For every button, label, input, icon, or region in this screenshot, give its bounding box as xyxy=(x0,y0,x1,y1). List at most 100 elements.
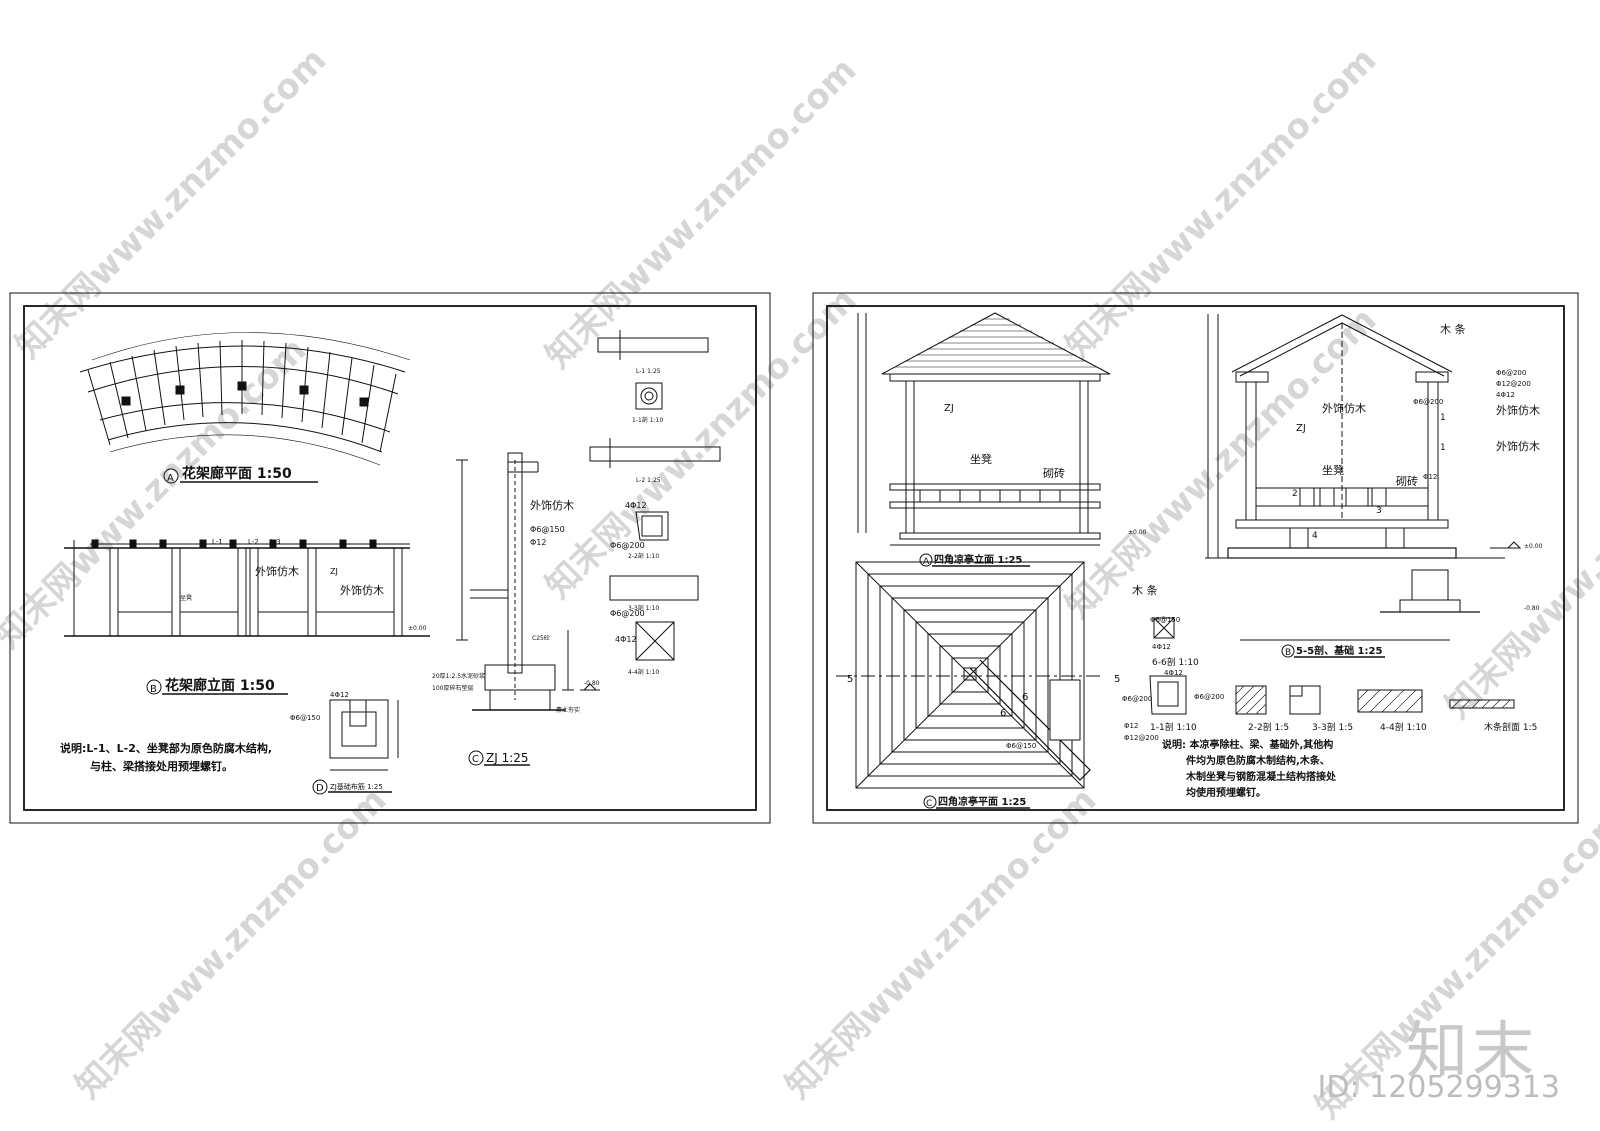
right-small-sections xyxy=(1149,617,1515,715)
right-sheet-outer-border xyxy=(812,292,1579,824)
watermark-layer: 知末网www.znzmo.com 知末网www.znzmo.com 知末网www… xyxy=(0,40,1600,1126)
rebar-label: Φ6@150 xyxy=(1150,616,1180,624)
watermark-text: 知末网www.znzmo.com xyxy=(8,40,334,366)
watermark-text: 知末网www.znzmo.com xyxy=(68,780,394,1106)
section-label: 3-3剖 1:10 xyxy=(628,604,659,612)
layer-label: 100厚碎石垫层 xyxy=(432,684,473,692)
rebar-label: 4Φ12 xyxy=(1164,669,1183,677)
rebar-label: Φ12@200 xyxy=(1496,380,1531,388)
watermark-text: 知末网www.znzmo.com xyxy=(0,330,314,656)
section-label: 3-3剖 1:5 xyxy=(1312,721,1353,733)
base-mark: D xyxy=(316,783,324,794)
wood-strip-label: 木 条 xyxy=(1132,583,1158,597)
cut-mark: 5 xyxy=(1114,674,1120,685)
cut-mark: 1 xyxy=(1440,413,1446,423)
pavilion-elevation xyxy=(857,312,1111,546)
section-label: 4-4剖 1:10 xyxy=(1380,721,1427,733)
level-label: -0.80 xyxy=(1524,605,1540,612)
section-label: L-1 1:25 xyxy=(636,368,661,375)
cut-mark: 1 xyxy=(1440,443,1446,453)
left-sheet xyxy=(9,292,771,824)
watermark-text: 知末网www.znzmo.com xyxy=(1058,40,1384,366)
cut-mark: 6 xyxy=(1000,708,1006,719)
pavilion-plan xyxy=(836,561,1100,789)
beam-label-l3: L-3 xyxy=(270,538,281,546)
seat-label: 坐凳 xyxy=(180,594,192,602)
cut-mark: 6 xyxy=(1022,692,1028,703)
level-label: ±0.00 xyxy=(408,625,427,632)
finish-label: 外饰仿木 xyxy=(530,498,574,512)
right-note-line3: 木制坐凳与钢筋混凝土结构搭接处 xyxy=(1185,770,1337,783)
cut-mark: 3 xyxy=(1376,506,1382,516)
rebar-label: 4Φ12 xyxy=(330,691,349,699)
plan-title: 四角凉亭平面 1:25 xyxy=(938,795,1026,808)
rebar-label: 4Φ12 xyxy=(1496,391,1515,399)
layer-label: 20厚1:2.5水泥砂浆 xyxy=(432,672,485,680)
section-label: 4-4剖 1:10 xyxy=(628,668,659,676)
right-note-line4: 均使用预埋螺钉。 xyxy=(1186,786,1266,799)
level-label: ±0.00 xyxy=(1524,543,1543,550)
left-note-line1: 说明:L-1、L-2、坐凳部为原色防腐木结构, xyxy=(60,741,272,755)
plan-mark: C xyxy=(926,799,932,809)
pavilion-section-55 xyxy=(1205,314,1522,641)
rebar-label: Φ12@200 xyxy=(1124,734,1159,742)
finish-label: 外饰仿木 xyxy=(340,583,384,597)
rebar-label: 4Φ12 xyxy=(1152,643,1171,651)
pergola-plan-beams xyxy=(87,340,397,453)
cut-mark: 2 xyxy=(1292,489,1298,499)
concrete-label: C25砼 xyxy=(532,634,550,642)
section-mark: B xyxy=(1285,648,1291,658)
beam-label-l2: L-2 xyxy=(248,538,259,546)
zj-base-plan xyxy=(329,699,399,771)
rebar-label: Φ12 xyxy=(1423,473,1437,481)
zj-label: ZJ xyxy=(1296,423,1306,434)
section-label: 6-6剖 1:10 xyxy=(1152,656,1199,668)
wood-strip-label: 木 条 xyxy=(1440,322,1466,336)
brick-label: 砌砖 xyxy=(1043,466,1065,480)
base-title: ZJ基础布筋 1:25 xyxy=(330,782,383,791)
pergola-plan xyxy=(79,332,411,466)
finish-label: 外饰仿木 xyxy=(1322,401,1366,415)
brick-label: 砌砖 xyxy=(1396,474,1418,488)
right-note-line2: 件均为原色防腐木制结构,木条、 xyxy=(1186,754,1330,767)
left-sheet-outer-border xyxy=(9,292,771,824)
elev-title: 四角凉亭立面 1:25 xyxy=(934,553,1022,566)
section-label: L-2 1:25 xyxy=(636,477,661,484)
elev-mark: B xyxy=(150,684,157,695)
finish-label: 外饰仿木 xyxy=(255,564,299,578)
zj-column-section xyxy=(456,452,600,711)
rebar-label: Φ12 xyxy=(1124,722,1138,730)
rebar-label: Φ6@200 xyxy=(610,541,645,550)
right-note-line1: 说明: 本凉亭除柱、梁、基础外,其他构 xyxy=(1162,738,1333,751)
rebar-label: 4Φ12 xyxy=(625,501,647,510)
watermark-text: 知末网www.znzmo.com xyxy=(778,780,1104,1106)
left-note-line2: 与柱、梁搭接处用预埋螺钉。 xyxy=(90,759,233,773)
seat-label: 坐凳 xyxy=(1322,463,1344,477)
left-sheet-inner-border xyxy=(23,305,757,811)
section-label: 木条剖面 1:5 xyxy=(1484,721,1537,733)
right-sheet xyxy=(812,292,1579,824)
cut-mark: 4 xyxy=(1312,531,1318,541)
left-small-sections xyxy=(589,330,721,661)
cut-mark: 5 xyxy=(847,674,853,685)
elev-title: 花架廊立面 1:50 xyxy=(165,677,275,694)
rebar-label: Φ6@150 xyxy=(290,714,320,722)
zj-label: ZJ xyxy=(330,567,338,576)
section-title: 5-5剖、基础 1:25 xyxy=(1296,644,1382,657)
left-sheet-text: A 花架廊平面 1:50 B 花架廊立面 1:50 C ZJ 1:25 D ZJ… xyxy=(60,368,663,794)
rebar-label: Φ6@200 xyxy=(1413,398,1443,406)
right-sheet-text: A 四角凉亭立面 1:25 B 5-5剖、基础 1:25 C 四角凉亭平面 1:… xyxy=(847,322,1543,809)
section-label: 1-1剖 1:10 xyxy=(632,416,663,424)
level-label: -0.80 xyxy=(584,680,600,687)
rebar-label: Φ6@200 xyxy=(1122,695,1152,703)
image-id: ID: 1205299313 xyxy=(1317,1070,1560,1105)
layer-label: 素土夯实 xyxy=(556,706,580,714)
section-label: 1-1剖 1:10 xyxy=(1150,721,1197,733)
finish-label: 外饰仿木 xyxy=(1496,403,1540,417)
section-label: 2-2剖 1:10 xyxy=(628,552,659,560)
right-sheet-inner-border xyxy=(826,305,1565,811)
rebar-label: Φ6@150 xyxy=(530,525,565,534)
zj-mark: C xyxy=(472,754,479,765)
rebar-label: 4Φ12 xyxy=(615,635,637,644)
